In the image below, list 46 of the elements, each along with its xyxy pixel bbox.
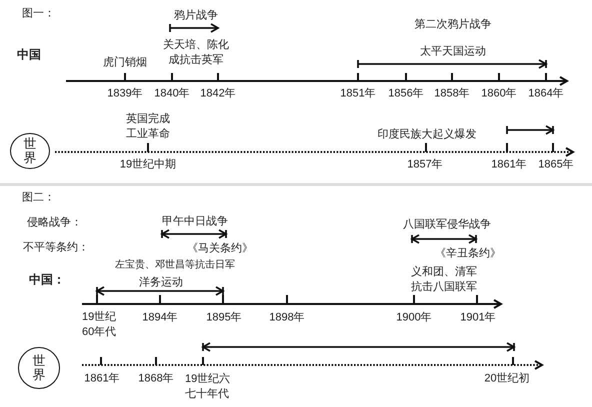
event-label: 英国完成工业革命 — [125, 112, 171, 142]
period-label: 19世纪中期 — [120, 158, 176, 172]
node-text: 世界 — [32, 354, 46, 382]
period-label: 19世纪60年代 — [82, 310, 118, 340]
year-label: 1842年 — [200, 88, 236, 100]
event-label: 虎门销烟 — [103, 56, 147, 70]
year-label: 1900年 — [396, 312, 432, 324]
year-label: 1901年 — [460, 312, 496, 324]
year-label: 1894年 — [142, 312, 178, 324]
treaty-label: 《辛丑条约》 — [435, 248, 501, 260]
event-label: 鸦片战争 — [174, 10, 218, 22]
event-label: 关天培、陈化成抗击英军 — [162, 38, 230, 68]
event-label: 第二次鸦片战争 — [414, 18, 492, 32]
year-label: 1856年 — [388, 88, 424, 100]
figure-label: 图二： — [22, 192, 55, 204]
figure-label: 图一： — [22, 8, 55, 20]
circle-node — [18, 347, 60, 389]
row-label: 侵略战争： — [27, 216, 82, 230]
period-label: 19世纪六七十年代 — [185, 372, 232, 402]
treaty-label: 《马关条约》 — [187, 242, 253, 256]
event-label: 义和团、清军抗击八国联军 — [410, 264, 478, 294]
year-label: 1857年 — [407, 158, 443, 172]
year-label: 1868年 — [138, 372, 174, 386]
year-label: 1865年 — [538, 158, 574, 172]
year-label: 1864年 — [528, 88, 564, 100]
year-label: 1840年 — [154, 88, 190, 100]
year-label: 1858年 — [434, 88, 470, 100]
year-label: 1861年 — [84, 372, 120, 386]
year-label: 1860年 — [481, 88, 517, 100]
event-label: 甲午中日战争 — [162, 216, 228, 228]
circle-node — [10, 133, 50, 169]
event-label: 左宝贵、邓世昌等抗击日军 — [115, 258, 235, 272]
event-label: 太平天国运动 — [420, 46, 486, 58]
row-label: 中国 — [17, 48, 41, 62]
year-label: 1839年 — [107, 88, 143, 100]
period-label: 20世纪初 — [484, 372, 530, 386]
year-label: 1895年 — [206, 312, 242, 324]
event-label: 印度民族大起义爆发 — [378, 128, 476, 142]
year-label: 1898年 — [269, 312, 305, 324]
row-label: 不平等条约： — [23, 242, 89, 254]
event-label: 八国联军侵华战争 — [403, 218, 491, 232]
year-label: 1861年 — [491, 158, 527, 172]
row-label: 中国： — [29, 274, 65, 286]
event-label: 洋务运动 — [139, 276, 183, 290]
year-label: 1851年 — [340, 88, 376, 100]
node-text: 世界 — [24, 136, 36, 166]
